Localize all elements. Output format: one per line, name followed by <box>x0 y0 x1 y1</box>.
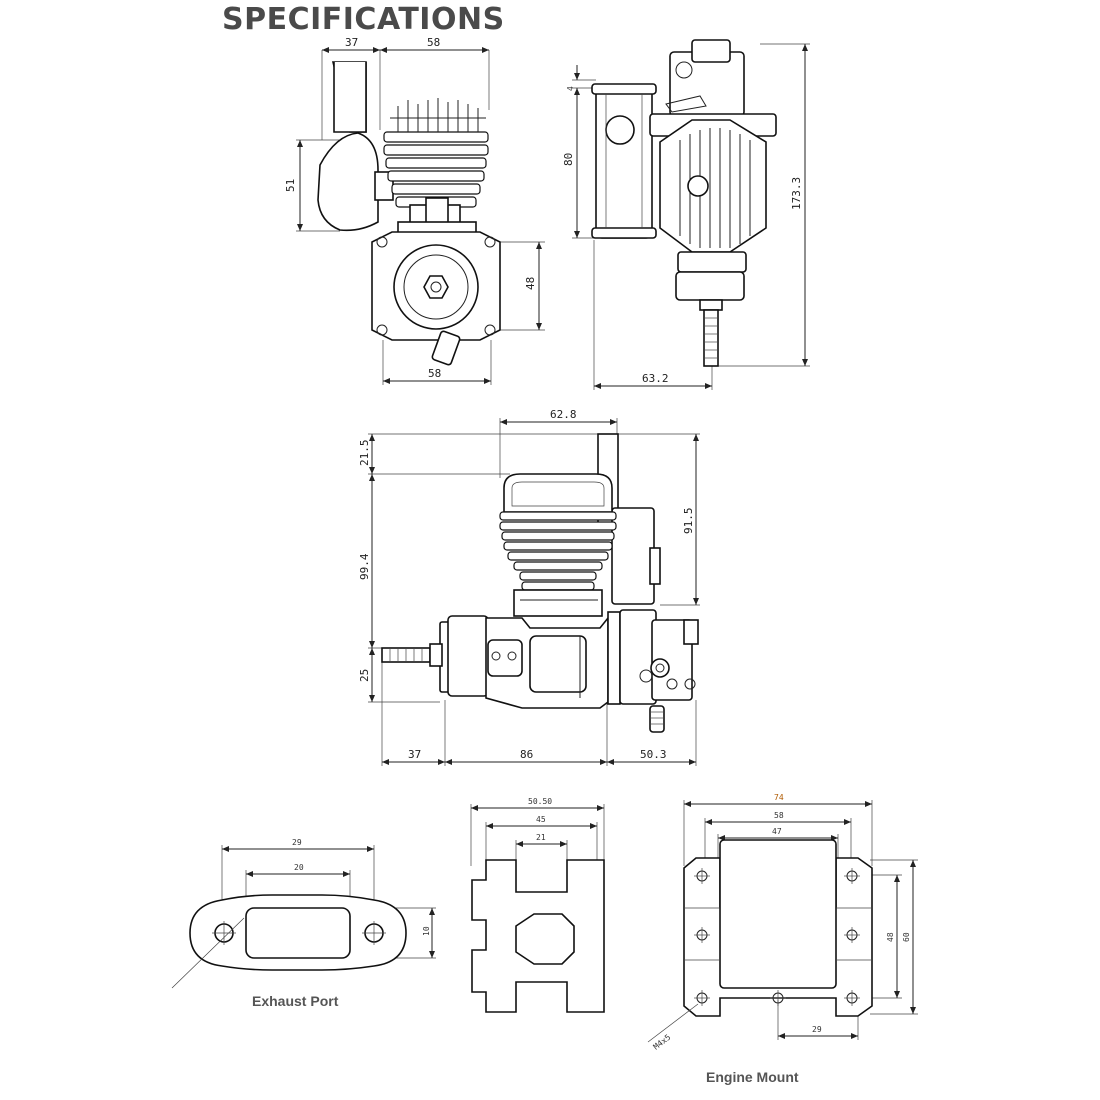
dim-front-bottom: 58 <box>428 367 441 380</box>
exhaust-port-drawing: 29 20 10 Exhaust Port <box>171 838 436 1009</box>
dim-main-top: 62.8 <box>550 408 577 421</box>
dim-side-bottom: 63.2 <box>642 372 669 385</box>
main-view: 62.8 21.5 99.4 25 91.5 37 86 50.3 <box>358 408 700 766</box>
side-muffler <box>595 85 653 239</box>
dim-mount-inner: 47 <box>772 827 782 836</box>
dim-mount-height-outer: 60 <box>902 932 911 942</box>
dim-side-top-small: 4 <box>566 86 575 91</box>
dim-side-left: 80 <box>562 153 575 166</box>
dim-crankcase-inner: 21 <box>536 833 546 842</box>
dim-crankcase-mid: 45 <box>536 815 546 824</box>
engine-mount-label: Engine Mount <box>706 1069 799 1085</box>
mount-screw-spec: M4x5 <box>652 1033 673 1052</box>
dim-main-left-mid: 99.4 <box>358 553 371 580</box>
cylinder-fins <box>383 131 489 208</box>
dim-exhaust-inner: 20 <box>294 863 304 872</box>
exhaust-port-label: Exhaust Port <box>252 993 339 1009</box>
main-cylinder-fins <box>499 511 617 591</box>
dim-main-right: 91.5 <box>682 508 695 535</box>
side-view: 4 80 173.3 63.2 <box>562 39 810 390</box>
dim-main-left-top: 21.5 <box>358 440 371 467</box>
head-cooling-pins <box>390 98 486 132</box>
main-carb-spring <box>649 705 665 733</box>
dim-main-bottom-a: 37 <box>408 748 421 761</box>
side-crankcase <box>675 271 745 301</box>
dim-front-top-right: 58 <box>427 36 440 49</box>
dim-side-right: 173.3 <box>790 177 803 210</box>
choke-spring <box>431 330 461 366</box>
exhaust-opening <box>245 907 351 959</box>
dim-mount-mid: 58 <box>774 811 784 820</box>
crankcase-bore <box>515 913 575 965</box>
main-muffler <box>611 507 655 605</box>
prop-nut <box>423 275 449 299</box>
prop-shaft <box>703 309 719 367</box>
dim-mount-height-inner: 48 <box>886 932 895 942</box>
dim-mount-outer: 74 <box>774 793 784 802</box>
front-view: 37 58 51 48 58 <box>284 36 545 385</box>
dim-front-right: 48 <box>524 277 537 290</box>
main-head-cap <box>503 473 613 513</box>
page-title: SPECIFICATIONS <box>222 2 505 37</box>
dim-main-bottom-b: 86 <box>520 748 533 761</box>
muffler-body <box>317 132 379 232</box>
engine-mount-opening <box>719 839 837 989</box>
dim-exhaust-height: 10 <box>422 926 431 936</box>
dim-main-left-bottom: 25 <box>358 669 371 682</box>
main-carb-body <box>619 609 657 705</box>
crankcase-mount-drawing: 50.50 45 21 <box>470 797 605 1013</box>
dim-front-left: 51 <box>284 179 297 192</box>
dim-exhaust-outer: 29 <box>292 838 302 847</box>
dim-front-top-left: 37 <box>345 36 358 49</box>
mount-bolt-holes <box>694 868 860 1006</box>
main-prop-hub <box>447 615 489 697</box>
dim-mount-bottom: 29 <box>812 1025 822 1034</box>
dim-crankcase-outer: 50.50 <box>528 797 552 806</box>
engine-mount-drawing: 74 58 47 48 60 29 <box>647 793 918 1085</box>
dim-main-bottom-c: 50.3 <box>640 748 667 761</box>
